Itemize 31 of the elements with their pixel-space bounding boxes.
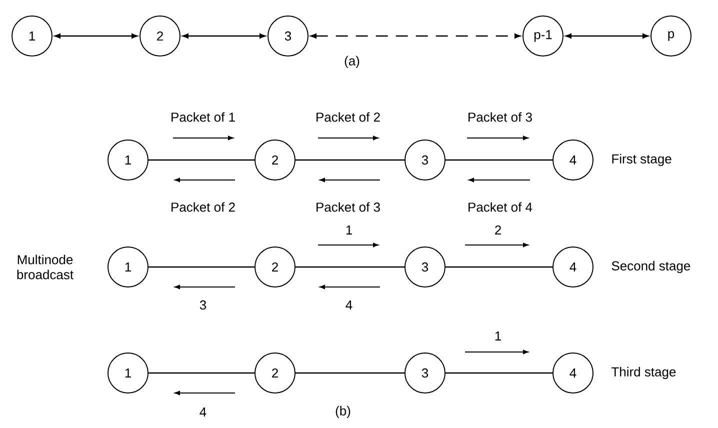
link-line <box>296 159 404 161</box>
link-line <box>296 372 404 374</box>
packet-number: 4 <box>346 300 352 310</box>
link-line <box>296 266 404 268</box>
link-line <box>148 159 254 161</box>
packet-label: Packet of 2 <box>316 112 380 122</box>
stage-label: First stage <box>612 154 672 166</box>
packet-label: Packet of 2 <box>172 202 235 212</box>
packet-label: Packet of 1 <box>172 112 235 122</box>
link-line <box>148 372 254 374</box>
link-line <box>446 372 552 374</box>
stage-label: Third stage <box>612 366 676 380</box>
stage-label: Second stage <box>612 260 690 274</box>
packet-number: 4 <box>200 408 206 416</box>
packet-number: 3 <box>200 300 206 310</box>
packet-number: 2 <box>495 225 501 235</box>
connector-arrow <box>54 33 138 39</box>
caption: (a) <box>344 56 360 68</box>
link-line <box>148 266 254 268</box>
caption: (b) <box>336 406 350 418</box>
packet-label: Packet of 4 <box>468 202 532 212</box>
link-line <box>446 266 552 268</box>
packet-label: Packet of 3 <box>468 112 532 122</box>
connector-arrow <box>182 33 266 39</box>
packet-number: 1 <box>346 226 352 234</box>
connector-arrow <box>310 33 520 39</box>
side-label: Multinode broadcast <box>17 254 74 280</box>
connector-arrow <box>566 33 648 39</box>
link-line <box>446 159 552 161</box>
packet-label: Packet of 3 <box>316 202 380 212</box>
packet-number: 1 <box>495 332 501 340</box>
